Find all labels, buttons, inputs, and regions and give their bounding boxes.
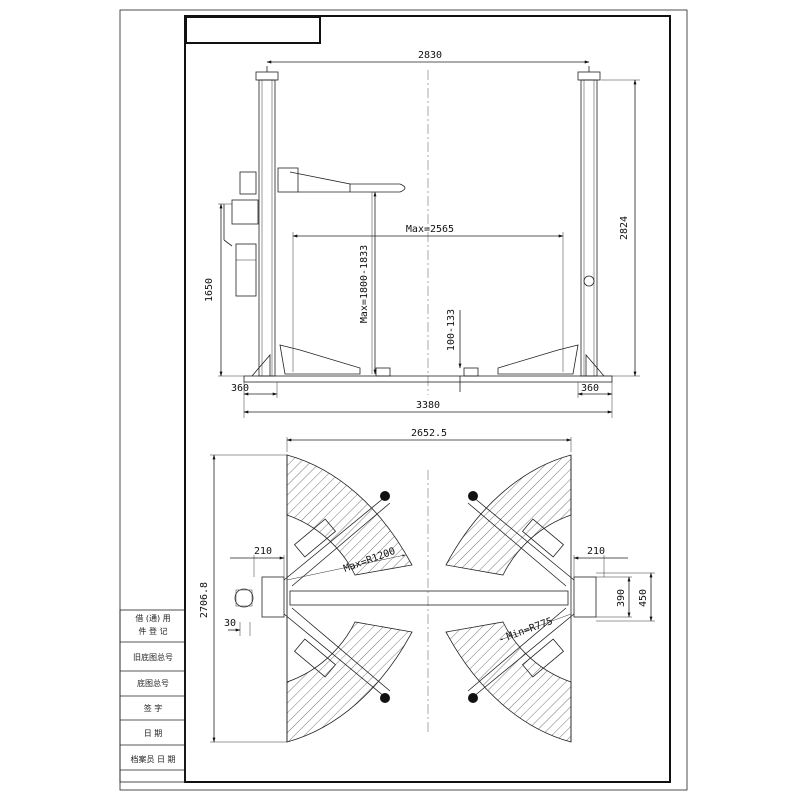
title-row-borrow: 借 (通) 用 [135,613,170,623]
dim-360-right: 360 [581,383,599,394]
dim-max-2565: Max=2565 [406,224,454,235]
right-swing-zone-lower [445,621,572,743]
title-row-drawing-no: 底图总号 [137,678,169,688]
lift-pad-icon [468,491,478,501]
title-row-archivist-date: 档案员 日 期 [130,754,175,764]
dim-2652-5: 2652.5 [411,428,447,439]
left-post-plan [234,576,285,618]
release-knob-icon [583,275,595,287]
title-row-date: 日 期 [144,729,163,738]
power-unit [223,171,259,297]
plan-view: Max=R1200 Min=R775 2652.5 2706.8 210 210… [199,428,655,743]
right-column [577,66,601,377]
title-row-register: 件 登 记 [138,626,167,636]
front-view: 2830 Max=2565 2824 Max=1800-1833 1650 10… [204,50,640,418]
lift-pad-icon [380,693,390,703]
dim-210-right: 210 [587,546,605,557]
lift-pad-icon [380,491,390,501]
lowered-arms [279,344,579,377]
dim-1650: 1650 [204,278,215,302]
right-post-plan [573,576,597,618]
left-swing-zone-lower [286,621,413,743]
dim-390: 390 [616,589,627,607]
dim-2706-8: 2706.8 [199,582,210,618]
motor-icon [234,588,254,608]
lift-pad-icon [468,693,478,703]
dim-lift-height: Max=1800-1833 [359,245,370,323]
left-column [255,66,279,377]
dim-2830: 2830 [418,50,442,61]
dim-360-left: 360 [231,383,249,394]
title-block: 借 (通) 用 件 登 记 旧底图总号 底图总号 签 字 日 期 档案员 日 期 [119,609,186,783]
dim-100-133: 100-133 [446,309,457,351]
dim-30: 30 [224,618,236,629]
base-plate [243,353,613,383]
floor-cover [289,590,569,606]
right-swing-zone [445,454,572,576]
title-row-old-drawing-no: 旧底图总号 [133,652,173,662]
dim-3380: 3380 [416,400,440,411]
raised-arm [277,167,406,374]
left-swing-zone [286,454,413,576]
dim-450: 450 [638,589,649,607]
dim-210-left: 210 [254,546,272,557]
title-row-signature: 签 字 [144,703,163,713]
sheet-border [119,9,688,791]
dim-2824: 2824 [619,216,630,240]
